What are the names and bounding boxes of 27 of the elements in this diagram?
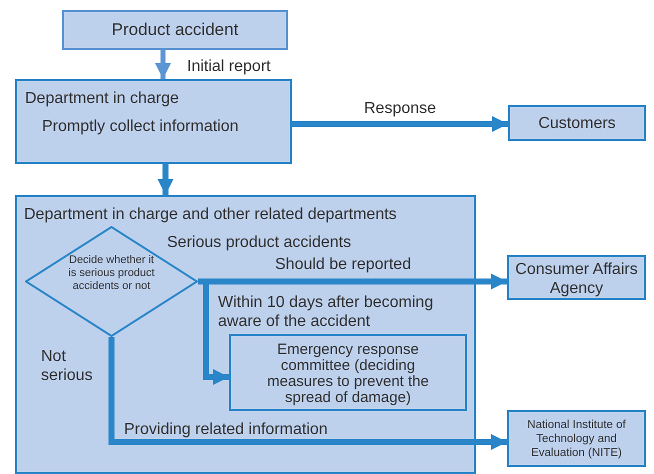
note-text: Within 10 days after becoming aware of the accident: [218, 293, 434, 331]
process-box: [507, 410, 646, 467]
process-box: [507, 255, 646, 300]
process-box: [508, 105, 646, 141]
note-text: Not serious: [41, 347, 94, 385]
note-text: Serious product accidents: [167, 233, 352, 252]
box-text: Emergency response committee (deciding measures to prevent the spread of damage): [266, 342, 430, 406]
arrow: [155, 50, 171, 79]
process-box: [229, 334, 467, 411]
process-box: [15, 79, 292, 164]
box-text: Decide whether it is serious product accidents or not: [67, 254, 156, 293]
box-heading: Department in charge and other related departments: [24, 205, 398, 224]
box-text: National Institute of Technology and Evaluation (NITE): [526, 418, 627, 460]
box-text: Promptly collect information: [42, 117, 240, 136]
group-box: [15, 195, 476, 474]
arrow: [292, 116, 508, 132]
box-text: Customers: [537, 114, 617, 133]
arrow: [108, 337, 507, 450]
edge-label: Providing related information: [124, 420, 328, 439]
box-text: Product accident: [110, 20, 240, 40]
box-heading: Department in charge: [25, 89, 180, 108]
process-box: [62, 10, 288, 50]
arrow: [158, 164, 174, 195]
edge-label: Initial report: [187, 57, 271, 76]
edge-label: Should be reported: [275, 255, 412, 274]
box-text: Consumer Affairs Agency: [514, 260, 639, 298]
edge-label: Response: [364, 99, 436, 118]
